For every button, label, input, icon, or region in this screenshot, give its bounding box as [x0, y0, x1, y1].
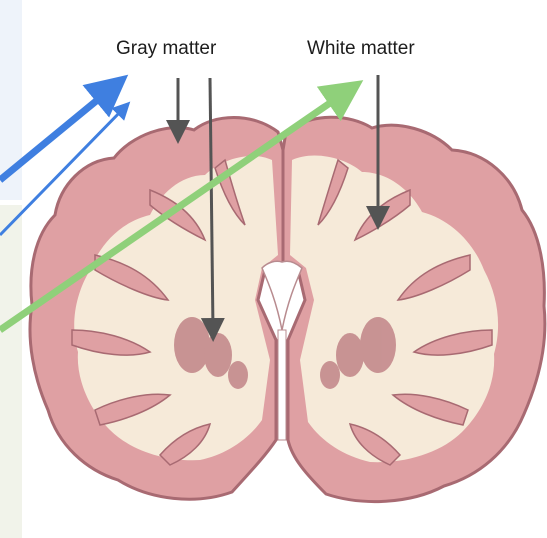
gray-matter-label: Gray matter	[116, 38, 216, 60]
third-ventricle	[278, 330, 286, 440]
white-matter-label: White matter	[307, 38, 415, 60]
